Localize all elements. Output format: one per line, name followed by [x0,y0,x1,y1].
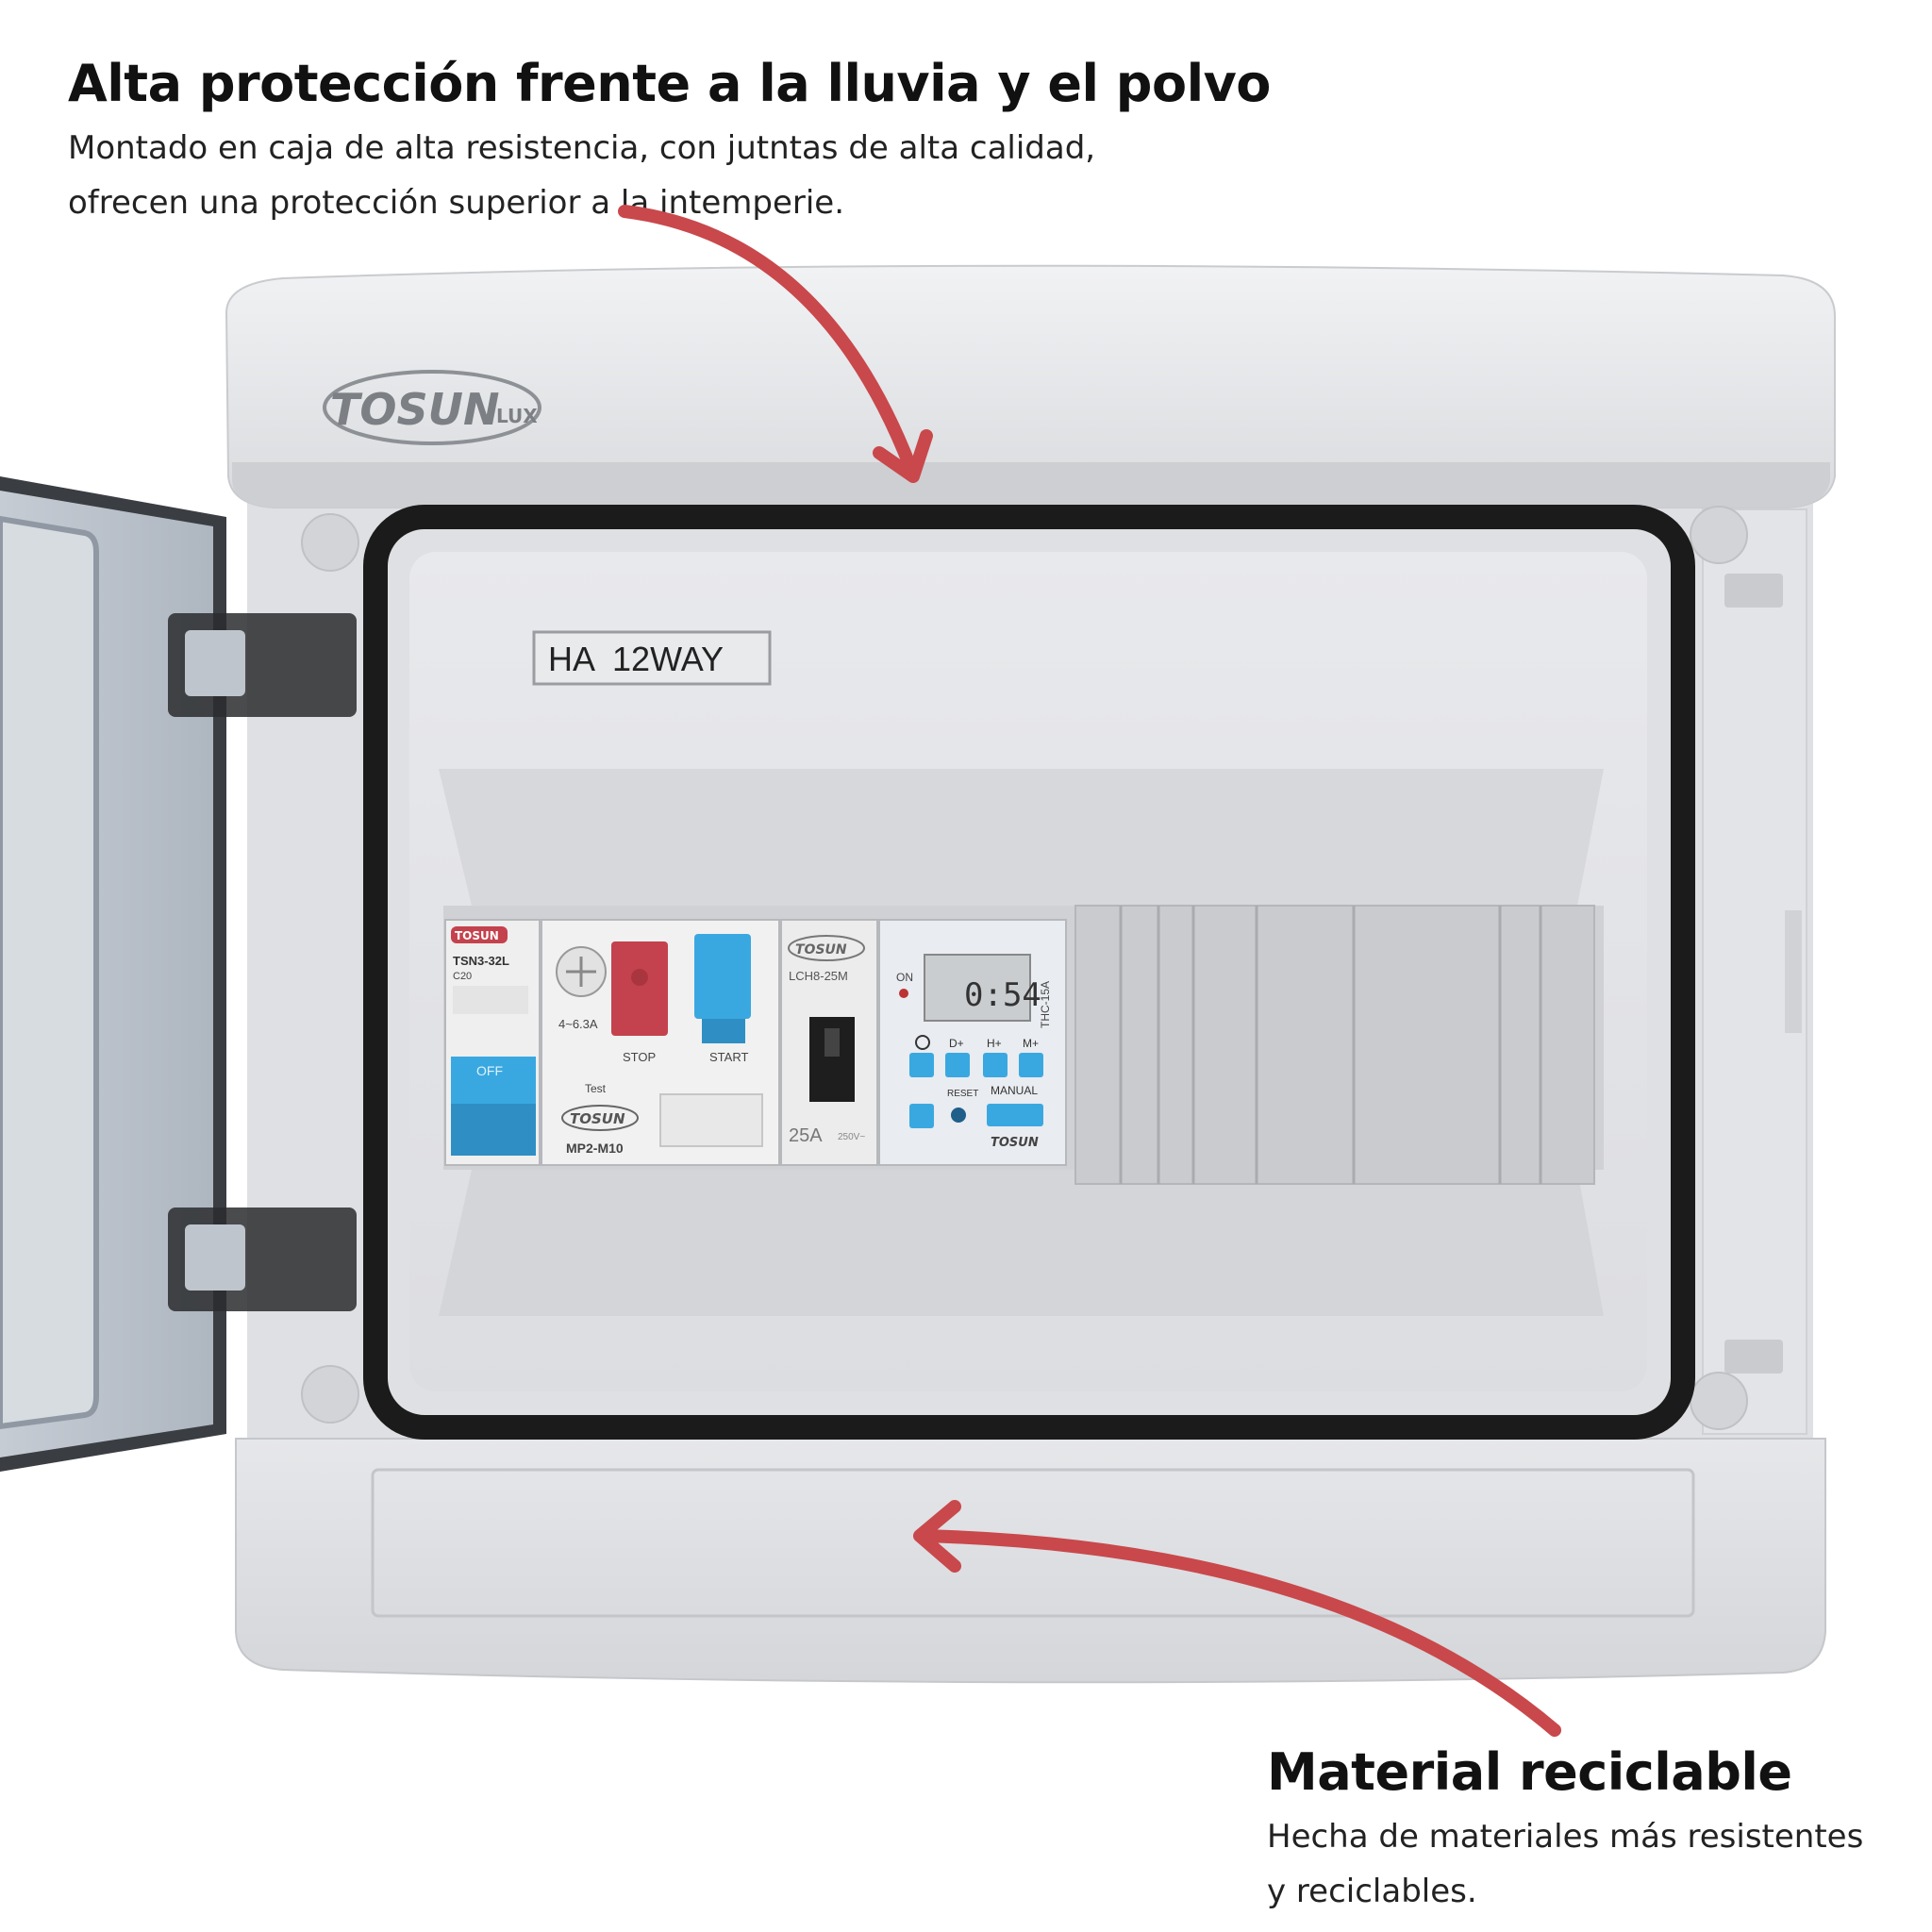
top-caption: Alta protección frente a la lluvia y el … [68,54,1294,230]
label-plate [532,630,772,686]
timer-button-label-3: M+ [1023,1037,1039,1050]
timer-m-plus-button[interactable] [1019,1053,1043,1077]
motor-protector-model: MP2-M10 [566,1141,624,1156]
rcbo-off-label: OFF [476,1063,503,1078]
timer-on-led [899,989,908,998]
timer-prog-button[interactable] [909,1104,934,1128]
brand-logo-oval [323,370,541,445]
rcbo-brand: TOSUN [455,929,499,942]
bottom-caption-title: Material reciclable [1267,1742,1792,1802]
top-arrow-head [873,429,933,483]
timer-lcd [924,954,1031,1022]
device-cutout-bevel-bottom [439,1170,1604,1316]
enclosure-bottom-cap [235,1438,1826,1684]
modular-contactor: TOSUN LCH8-25M 25A 250V~ [780,919,878,1166]
label-plate-text: HA 12WAY [548,640,724,678]
timer-manual-label: MANUAL [991,1084,1038,1097]
motor-protector: 4~6.3A STOP START Test TOSUN MP2-M10 [541,919,780,1166]
bottom-arrow [916,1529,1561,1737]
open-transparent-door [0,476,357,1472]
brand-logo: TOSUN LUX [323,370,541,445]
top-caption-line2: ofrecen una protección superior a la int… [68,184,845,223]
timer-button-label-2: H+ [987,1037,1002,1050]
brand-logo-text: TOSUN [330,384,499,435]
timer-clock-icon [915,1035,930,1050]
bottom-cap-recess [371,1468,1695,1618]
right-latch-bottom [1724,1340,1783,1374]
timer-h-plus-button[interactable] [983,1053,1008,1077]
start-button[interactable] [694,934,751,1019]
screw-cap-top-right [1690,506,1748,564]
right-latch-top [1724,574,1783,608]
timer-display: 0:54 [964,976,1041,1014]
enclosure-top-cap [225,264,1836,508]
screw-cap-bottom-right [1690,1372,1748,1430]
timer-on-label: ON [896,971,913,984]
bottom-caption-line1: Hecha de materiales más resistentes [1267,1818,1864,1857]
timer-brand: TOSUN [991,1136,1039,1150]
stop-button[interactable] [611,941,668,1036]
device-cutout-bevel [439,769,1604,906]
rcbo-breaker: TOSUN TSN3-32L C20 OFF [444,919,541,1166]
bottom-arrow-head [913,1500,961,1573]
timer-manual-button[interactable] [987,1104,1043,1126]
contactor-rating: 25A [789,1125,823,1146]
screw-cap-bottom-left [301,1365,359,1424]
bottom-caption: Material reciclable Hecha de materiales … [1267,1742,1918,1919]
rcbo-rating: C20 [453,971,472,982]
start-label: START [709,1050,748,1064]
motor-protector-range: 4~6.3A [558,1017,598,1031]
stop-label: STOP [623,1050,656,1064]
test-label: Test [585,1082,607,1095]
rcbo-model: TSN3-32L [453,954,509,968]
timer-model: THC-15A [1039,981,1052,1028]
bottom-caption-line2: y reciclables. [1267,1873,1477,1911]
timer-reset-button[interactable] [951,1108,966,1123]
right-slot [1785,910,1802,1033]
bottom-caption-text: Hecha de materiales más resistentes y re… [1267,1809,1918,1919]
brand-logo-suffix: LUX [496,405,538,427]
top-caption-line1: Montado en caja de alta resistencia, con… [68,129,1096,168]
top-caption-text: Montado en caja de alta resistencia, con… [68,121,1294,230]
timer-clock-button[interactable] [909,1053,934,1077]
screw-cap-top-left [301,513,359,572]
timer-reset-label: RESET [947,1089,978,1099]
blanking-plates [1074,905,1595,1185]
top-caption-title: Alta protección frente a la lluvia y el … [68,54,1271,113]
contactor-model: LCH8-25M [789,969,848,983]
top-cap-shadow [232,462,1830,508]
stop-button-indent [631,969,648,986]
digital-timer: ON 0:54 THC-15A D+ H+ M+ RESET MANUAL TO… [878,919,1067,1166]
timer-button-label-1: D+ [949,1037,964,1050]
rubber-gasket [363,505,1695,1440]
contactor-voltage: 250V~ [838,1132,865,1142]
top-arrow [618,205,917,474]
motor-protector-brand: TOSUN [570,1110,625,1127]
contactor-brand: TOSUN [795,942,847,958]
timer-d-plus-button[interactable] [945,1053,970,1077]
